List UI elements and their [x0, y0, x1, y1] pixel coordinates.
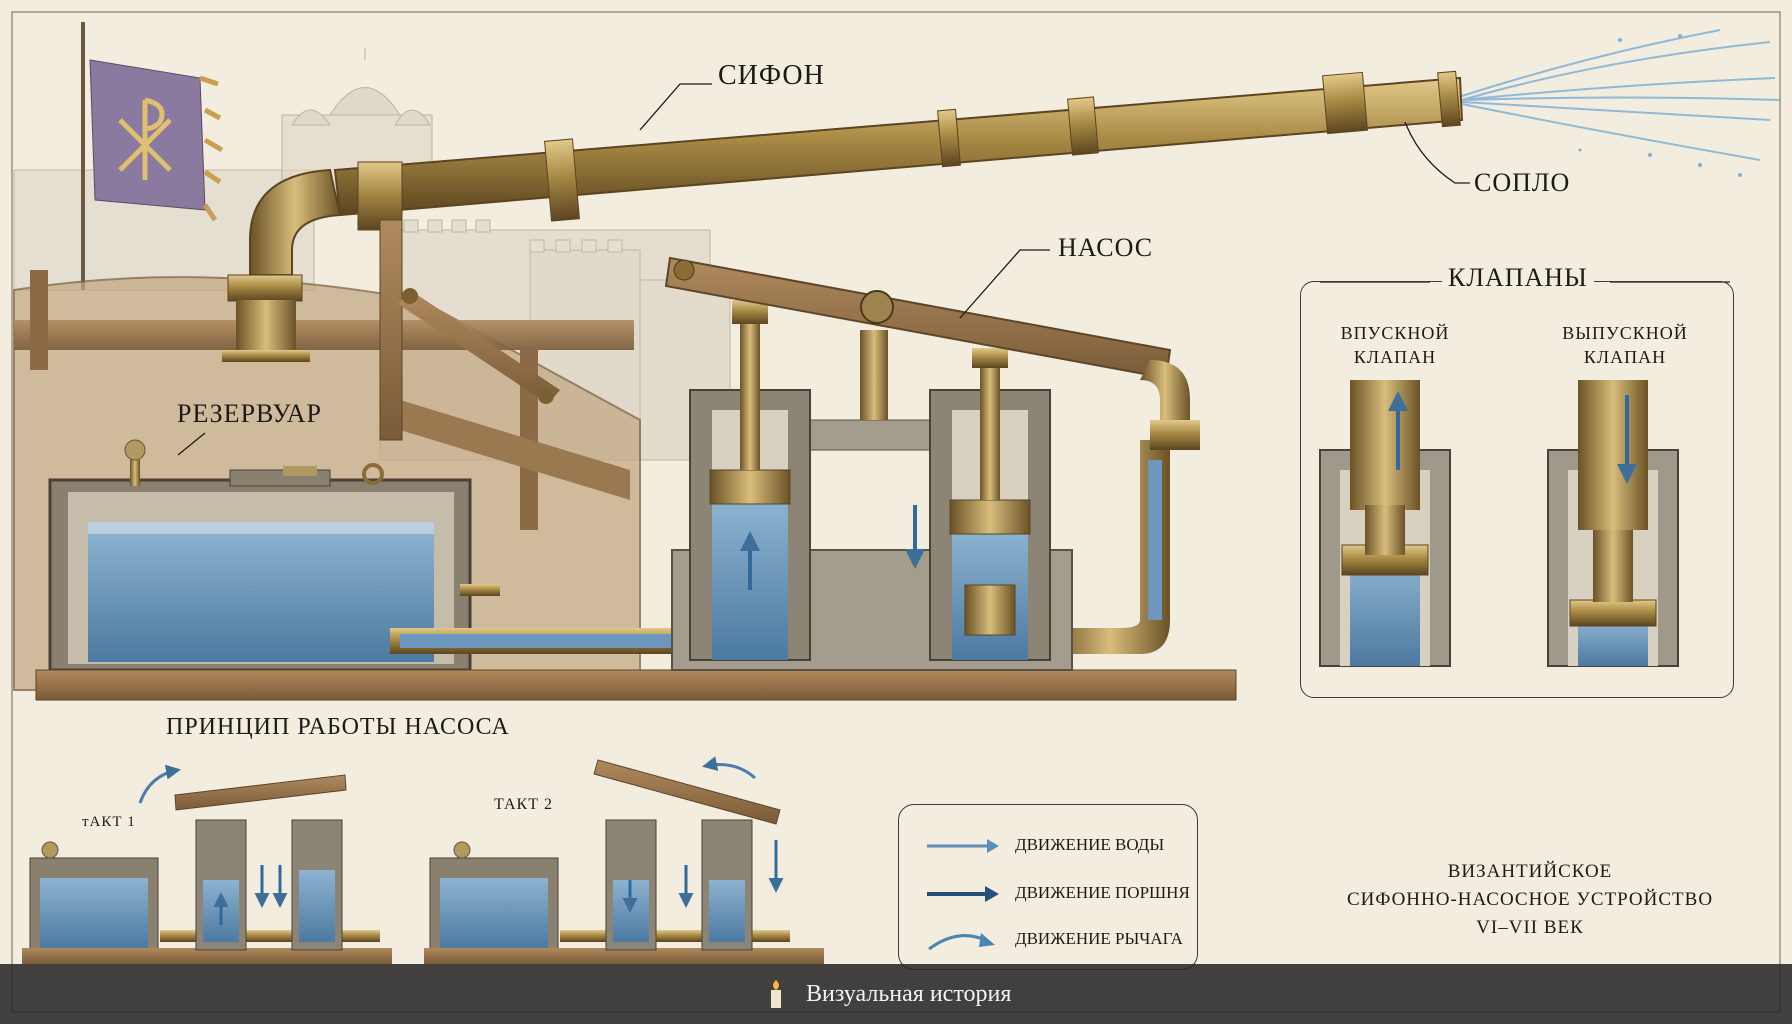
- legend-lever: ДВИЖЕНИЕ РЫЧАГА: [899, 925, 1197, 955]
- legend-piston-label: ДВИЖЕНИЕ ПОРШНЯ: [1015, 883, 1190, 902]
- leader-lines: [177, 83, 1730, 456]
- reservoir-label: РЕЗЕРВУАР: [177, 399, 322, 428]
- valves-title: КЛАПАНЫ: [1442, 263, 1594, 293]
- lever-arrow-icon: [928, 933, 995, 951]
- water-droplets: [1578, 34, 1742, 177]
- legend-water: ДВИЖЕНИЕ ВОДЫ: [899, 831, 1197, 861]
- stroke-2-diagram: [424, 756, 824, 964]
- siphon-tube: [222, 70, 1464, 441]
- inlet-valve-detail: [1319, 380, 1451, 667]
- caption-bar: Визуальная история: [0, 964, 1792, 1024]
- siphon-label: СИФОН: [718, 60, 825, 91]
- pump-label: НАСОС: [1058, 233, 1154, 262]
- inlet-valve-label-line1: ВПУСКНОЙ: [1340, 323, 1450, 343]
- pump-lever: [664, 256, 1200, 450]
- outlet-valve-label-line1: ВЫПУСКНОЙ: [1562, 323, 1688, 343]
- pump-cylinder-left: [689, 300, 811, 661]
- nozzle-label: СОПЛО: [1474, 168, 1571, 197]
- pump-cylinder-right: [860, 330, 1051, 661]
- title-line-2: СИФОННО-НАСОСНОЕ УСТРОЙСТВО: [1346, 889, 1714, 910]
- inlet-valve-label: ВПУСКНОЙ КЛАПАН: [1340, 321, 1450, 369]
- title-line-3: VI–VII ВЕК: [1476, 917, 1584, 938]
- reservoir-tank: [35, 439, 1237, 701]
- title-block: ВИЗАНТИЙСКОЕ СИФОННО-НАСОСНОЕ УСТРОЙСТВО…: [1330, 858, 1730, 942]
- outlet-valve-detail: [1547, 380, 1679, 667]
- labarum-flag: [81, 22, 224, 290]
- outlet-valve-label: ВЫПУСКНОЙ КЛАПАН: [1558, 321, 1692, 369]
- water-jet: [1461, 29, 1781, 161]
- legend-water-label: ДВИЖЕНИЕ ВОДЫ: [1015, 835, 1165, 854]
- caption-text: Визуальная история: [806, 981, 1012, 1007]
- stroke-2-label: ТАКТ 2: [494, 796, 553, 813]
- water-arrow-icon: [927, 839, 999, 853]
- candle-icon: [771, 980, 781, 1008]
- legend-lever-label: ДВИЖЕНИЕ РЫЧАГА: [1015, 929, 1183, 948]
- legend: ДВИЖЕНИЕ ВОДЫ ДВИЖЕНИЕ ПОРШНЯ ДВИЖЕНИЕ Р…: [898, 804, 1198, 970]
- outlet-valve-label-line2: КЛАПАН: [1583, 347, 1667, 367]
- stroke-1-diagram: [22, 764, 392, 964]
- stroke-1-label: тАКТ 1: [82, 814, 136, 830]
- principle-title: ПРИНЦИП РАБОТЫ НАСОСА: [166, 714, 510, 740]
- title-line-1: ВИЗАНТИЙСКОЕ: [1447, 861, 1613, 882]
- piston-arrow-icon: [927, 886, 999, 902]
- inlet-valve-label-line2: КЛАПАН: [1353, 347, 1437, 367]
- legend-piston: ДВИЖЕНИЕ ПОРШНЯ: [899, 879, 1197, 909]
